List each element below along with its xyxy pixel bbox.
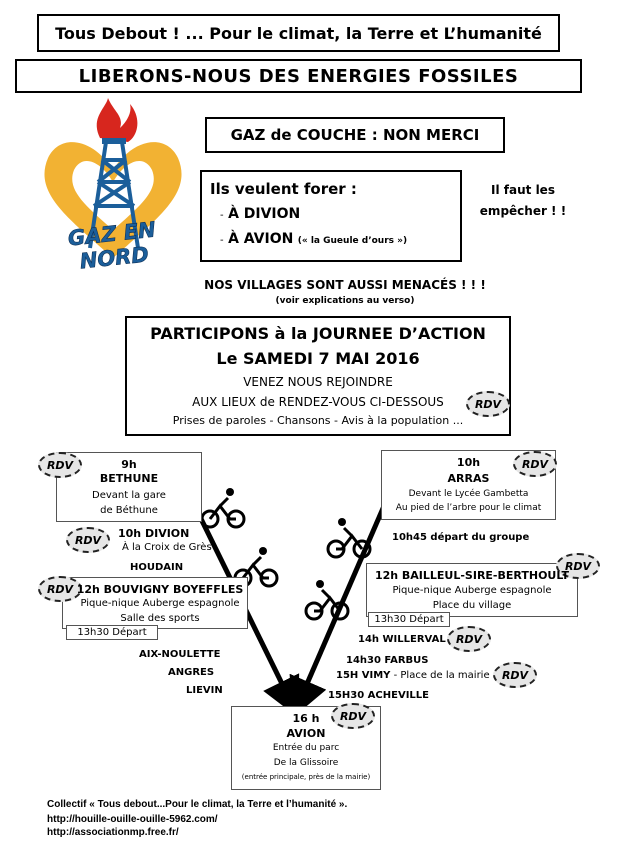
bailleul-depart-text: 13h30 Départ: [374, 614, 444, 625]
avion-city: AVION: [286, 727, 326, 740]
bailleul-depart: 13h30 Départ: [368, 612, 450, 627]
bouvigny-depart: 13h30 Départ: [66, 625, 158, 640]
dash-icon: -: [220, 210, 224, 221]
divion-sub: À la Croix de Grès: [122, 542, 212, 553]
action-line-1: VENEZ NOUS REJOINDRE: [243, 375, 393, 389]
rdv-badge: RDV: [513, 451, 557, 477]
rdv-badge: RDV: [66, 527, 110, 553]
footer-link-1[interactable]: http://houille-ouille-ouille-5962.com/: [47, 814, 218, 825]
villages-line: NOS VILLAGES SONT AUSSI MENACÉS ! ! !: [204, 278, 486, 292]
headline-text: LIBERONS-NOUS DES ENERGIES FOSSILES: [78, 65, 519, 87]
bethune-city: BETHUNE: [99, 472, 159, 485]
site-avion-note: (« la Gueule d’ours »): [297, 236, 408, 246]
headline-box: LIBERONS-NOUS DES ENERGIES FOSSILES: [15, 59, 582, 93]
drill-site-1: - À DIVION: [220, 206, 300, 222]
houdain-label: HOUDAIN: [130, 562, 184, 573]
footer-link-2[interactable]: http://associationmp.free.fr/: [47, 827, 179, 838]
action-line-2: AUX LIEUX de RENDEZ-VOUS CI-DESSOUS: [192, 395, 444, 409]
depart-groupe-text: 10h45 départ du groupe: [392, 532, 530, 543]
drill-aside: Il faut les empêcher ! !: [479, 183, 567, 218]
villages-note: (voir explications au verso): [275, 296, 415, 306]
bailleul-title: 12h BAILLEUL-SIRE-BERTHOULT: [374, 569, 570, 582]
lievin-label: LIEVIN: [186, 685, 223, 696]
drill-box: [200, 170, 462, 262]
action-title: PARTICIPONS à la JOURNEE D’ACTION: [150, 324, 486, 343]
rdv-badge: RDV: [466, 391, 510, 417]
divion-title: 10h DIVION: [118, 527, 190, 540]
footer-collectif: Collectif « Tous debout...Pour le climat…: [47, 799, 348, 810]
depart-groupe: 10h45 départ du groupe: [392, 532, 529, 543]
action-box: [125, 316, 511, 436]
drill-title: Ils veulent forer :: [210, 180, 357, 198]
site-avion: À AVION: [228, 231, 294, 247]
action-date: Le SAMEDI 7 MAI 2016: [216, 349, 420, 368]
slogan-box: Tous Debout ! ... Pour le climat, la Ter…: [37, 14, 560, 52]
avion-line-2: De la Glissoire: [273, 758, 339, 768]
avion-line-3: (entrée principale, près de la mairie): [241, 773, 371, 781]
vimy-line: 15H VIMY - Place de la mairie: [336, 670, 490, 681]
cyclist-icon: [200, 486, 246, 530]
bouvigny-line-1: Pique-nique Auberge espagnole: [80, 598, 240, 609]
farbus-label: 14h30 FARBUS: [346, 655, 429, 666]
slogan-text: Tous Debout ! ... Pour le climat, la Ter…: [55, 23, 542, 43]
gaz-couche-box: GAZ de COUCHE : NON MERCI: [205, 117, 505, 153]
bouvigny-line-2: Salle des sports: [120, 613, 200, 624]
vimy-note: - Place de la mairie: [390, 670, 490, 681]
rdv-badge: RDV: [38, 452, 82, 478]
right-route-arrow: [289, 475, 400, 719]
vimy-label: 15H VIMY: [336, 670, 391, 681]
rdv-badge: RDV: [38, 576, 82, 602]
arras-line-2: Au pied de l’arbre pour le climat: [395, 503, 542, 513]
rdv-badge: RDV: [447, 626, 491, 652]
angres-label: ANGRES: [168, 667, 215, 678]
bouvigny-depart-text: 13h30 Départ: [77, 627, 147, 638]
willerval-label: 14h WILLERVAL: [358, 634, 446, 645]
aix-label: AIX-NOULETTE: [139, 649, 221, 660]
rdv-badge: RDV: [556, 553, 600, 579]
gaz-en-nord-logo: GAZ EN NORD: [28, 98, 198, 274]
avion-time: 16 h: [292, 712, 320, 725]
action-line-3: Prises de paroles - Chansons - Avis à la…: [172, 414, 464, 427]
bouvigny-title: 12h BOUVIGNY BOYEFFLES: [76, 583, 244, 596]
arras-time: 10h: [456, 456, 481, 469]
bethune-time: 9h: [121, 458, 137, 471]
cyclist-icon: [304, 578, 350, 622]
bailleul-line-2: Place du village: [432, 600, 512, 611]
rdv-badge: RDV: [331, 703, 375, 729]
acheville-label: 15H30 ACHEVILLE: [328, 690, 429, 701]
bethune-line-2: de Béthune: [100, 505, 158, 516]
arras-city: ARRAS: [447, 472, 490, 485]
site-divion: À DIVION: [228, 206, 301, 222]
arras-line-1: Devant le Lycée Gambetta: [408, 489, 529, 499]
bailleul-box: [366, 563, 578, 617]
avion-line-1: Entrée du parc: [272, 743, 340, 753]
bailleul-line-1: Pique-nique Auberge espagnole: [392, 585, 552, 596]
cyclist-icon: [326, 516, 372, 560]
dash-icon: -: [220, 235, 224, 246]
rdv-badge: RDV: [493, 662, 537, 688]
gaz-couche-text: GAZ de COUCHE : NON MERCI: [230, 126, 480, 144]
logo-graphic: [44, 98, 182, 258]
drill-site-2: - À AVION (« la Gueule d’ours »): [220, 231, 407, 247]
bethune-line-1: Devant la gare: [92, 490, 166, 501]
